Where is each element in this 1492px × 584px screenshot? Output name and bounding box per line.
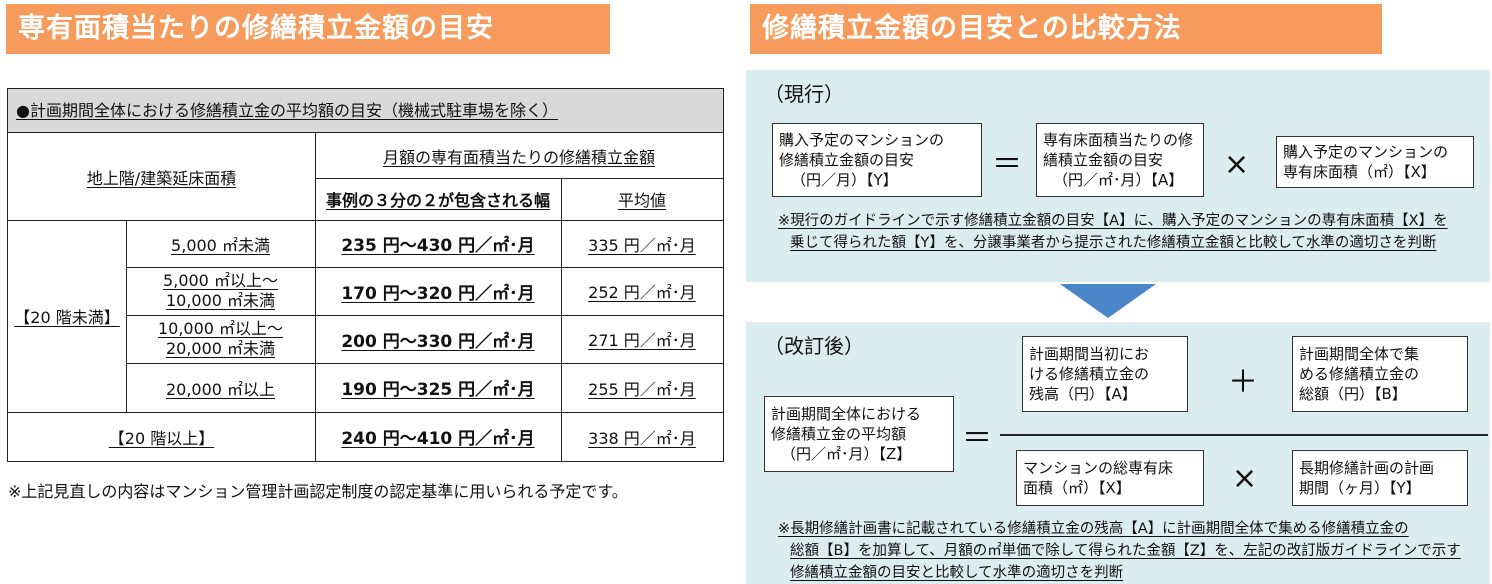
box-floor-area-x: 購入予定のマンションの専有床面積（㎡）【X】 [1276,136,1474,188]
times-icon: × [1224,147,1250,182]
table-row-range: 240 円～410 円／㎡･月 [341,429,535,449]
table-row-range: 190 円～325 円／㎡･月 [341,380,535,400]
plus-icon: ＋ [1228,365,1258,400]
table-row-area: 5,000 ㎡未満 [171,235,270,255]
current-note: ※現行のガイドラインで示す修繕積立金額の目安【A】に、購入予定のマンションの専有… [778,213,1448,251]
table-row-range: 170 円～320 円／㎡･月 [341,283,535,304]
down-arrow-icon [1060,284,1156,318]
box-total-area-x: マンションの総専有床面積（㎡）【X】 [1016,450,1204,506]
table-row-range: 200 円～330 円／㎡･月 [341,331,535,352]
fraction-bar [1000,434,1488,436]
col-header-monthly: 月額の専有面積当たりの修繕積立金額 [382,147,655,167]
box-guideline-a: 専有床面積当たりの修繕積立金額の目安（円／㎡･月）【A】 [1036,123,1204,197]
table-row-average: 255 円／㎡･月 [588,379,696,399]
table-caption: ●計画期間全体における修繕積立金の平均額の目安（機械式駐車場を除く） [8,89,723,133]
col-header-range: 事例の３分の２が包含される幅 [325,191,550,210]
right-section-title: 修繕積立金額の目安との比較方法 [750,4,1382,54]
col-header-floor-area: 地上階/建築延床面積 [86,168,237,188]
equals-icon: ＝ [962,421,992,456]
revised-note: ※長期修繕計画書に記載されている修繕積立金の残高【A】に計画期間全体で集める修繕… [778,521,1461,581]
table-row-average: 252 円／㎡･月 [588,283,696,302]
table-row-area: 20,000 ㎡以上 [165,379,276,399]
table-row-area: 10,000 ㎡以上～20,000 ㎡未満 [157,319,284,358]
revised-title: （改訂後） [764,334,864,358]
times-icon: × [1232,461,1258,496]
revised-method-panel: （改訂後） 計画期間当初における修繕積立金の残高（円）【A】 ＋ 計画期間全体で… [746,322,1490,584]
table-row-average: 335 円／㎡･月 [588,235,696,255]
table-row-area: 5,000 ㎡以上～10,000 ㎡未満 [163,271,278,310]
left-footnote: ※上記見直しの内容はマンション管理計画認定制度の認定基準に用いられる予定です。 [8,482,628,501]
current-method-panel: （現行） 購入予定のマンションの修繕積立金額の目安（円／月）【Y】 ＝ 専有床面… [746,70,1490,282]
box-average-z: 計画期間全体における修繕積立金の平均額（円／㎡･月）【Z】 [764,396,954,472]
box-total-collected-b: 計画期間全体で集める修繕積立金の総額（円）【B】 [1292,336,1468,412]
box-planned-reserve-y: 購入予定のマンションの修繕積立金額の目安（円／月）【Y】 [772,123,982,197]
table-row-range: 235 円～430 円／㎡･月 [341,236,535,256]
group-under-20-floors: 【20 階未満】 [14,308,120,327]
col-header-average: 平均値 [617,191,666,210]
equals-icon: ＝ [992,147,1022,182]
current-title: （現行） [764,82,844,106]
table-row-average: 271 円／㎡･月 [588,331,696,350]
table-row-average: 338 円／㎡･月 [588,428,696,448]
group-over-20-floors: 【20 階以上】 [108,428,215,448]
repair-reserve-table: ●計画期間全体における修繕積立金の平均額の目安（機械式駐車場を除く） 地上階/建… [7,88,724,462]
box-initial-balance-a: 計画期間当初における修繕積立金の残高（円）【A】 [1022,336,1188,412]
box-plan-period-y: 長期修繕計画の計画期間（ヶ月）【Y】 [1292,450,1468,506]
left-section-title: 専有面積当たりの修繕積立金額の目安 [6,4,610,54]
